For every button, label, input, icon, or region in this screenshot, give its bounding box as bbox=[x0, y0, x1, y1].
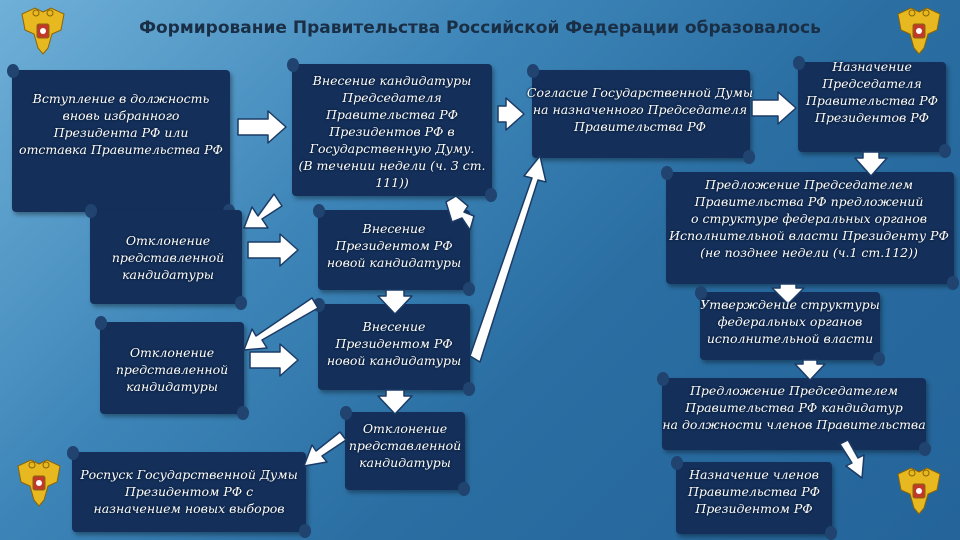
scroll-box-duma-consent bbox=[527, 64, 755, 164]
step-reject-1-text: Отклонение представленной кандидатуры bbox=[111, 233, 225, 282]
arrow-diagonal-icon bbox=[303, 431, 347, 467]
scroll-box-structure-approval bbox=[695, 286, 885, 366]
step-new-candidate-1-text: Внесение Президентом РФ новой кандидатур… bbox=[326, 221, 462, 270]
page-title: Формирование Правительства Российской Фе… bbox=[139, 18, 821, 38]
step-members-proposal-text: Предложение Председателем Правительства … bbox=[662, 383, 926, 432]
step-submit-candidate-text: Внесение кандидатуры Председателя Правит… bbox=[298, 73, 486, 190]
scroll-box-new-candidate-1 bbox=[313, 204, 475, 296]
scroll-box-appoint-chairman bbox=[793, 56, 951, 158]
step-reject-2-text: Отклонение представленной кандидатуры bbox=[115, 345, 229, 394]
step-reject-3-text: Отклонение представленной кандидатуры bbox=[348, 421, 462, 470]
arrow-right-icon bbox=[249, 343, 299, 377]
arrow-right-icon bbox=[247, 233, 299, 267]
scroll-box-new-candidate-2 bbox=[313, 298, 475, 396]
arrow-right-icon bbox=[497, 97, 525, 131]
arrow-down-icon bbox=[377, 389, 413, 415]
arrow-right-icon bbox=[751, 91, 797, 125]
step-appoint-chairman-text: Назначение Председателя Правительства РФ… bbox=[805, 59, 939, 125]
arrow-diagonal-icon bbox=[243, 297, 319, 351]
scroll-box-reject-2 bbox=[95, 316, 249, 420]
arrow-down-icon bbox=[377, 289, 413, 315]
scroll-box-reject-3 bbox=[340, 406, 470, 496]
scroll-box-reject-1 bbox=[85, 204, 247, 310]
arrow-diagonal-icon bbox=[243, 193, 283, 229]
scroll-box-duma-dissolution bbox=[67, 446, 311, 538]
scroll-box-submit-candidate bbox=[287, 58, 497, 202]
step-new-candidate-2-text: Внесение Президентом РФ новой кандидатур… bbox=[326, 319, 462, 368]
scroll-box-members-proposal bbox=[657, 372, 931, 456]
scroll-box-structure-proposal bbox=[661, 166, 959, 290]
arrow-down-icon bbox=[794, 359, 826, 381]
coat-of-arms-icon bbox=[897, 7, 941, 55]
scroll-box-inauguration bbox=[7, 64, 235, 218]
coat-of-arms-icon bbox=[897, 467, 941, 515]
step-duma-consent-text: Согласие Государственной Думы на назначе… bbox=[526, 85, 754, 134]
arrow-right-icon bbox=[237, 110, 287, 144]
arrow-down-icon bbox=[854, 151, 888, 177]
step-members-appointment-text: Назначение членов Правительства РФ Прези… bbox=[687, 467, 821, 516]
step-structure-proposal-text: Предложение Председателем Правительства … bbox=[669, 177, 949, 260]
coat-of-arms-icon bbox=[21, 7, 65, 55]
arrow-down-icon bbox=[771, 283, 805, 305]
scroll-box-members-appointment bbox=[671, 456, 837, 540]
arrow-diagonal-icon bbox=[469, 155, 547, 363]
step-duma-dissolution-text: Роспуск Государственной Думы Президентом… bbox=[80, 467, 298, 516]
arrow-diagonal-icon bbox=[839, 439, 865, 479]
arrow-diagonal-icon bbox=[445, 195, 475, 231]
coat-of-arms-icon bbox=[17, 459, 61, 507]
step-inauguration-text: Вступление в должность вновь избранного … bbox=[19, 91, 223, 157]
step-structure-approval-text: Утверждение структуры федеральных органо… bbox=[700, 297, 880, 346]
